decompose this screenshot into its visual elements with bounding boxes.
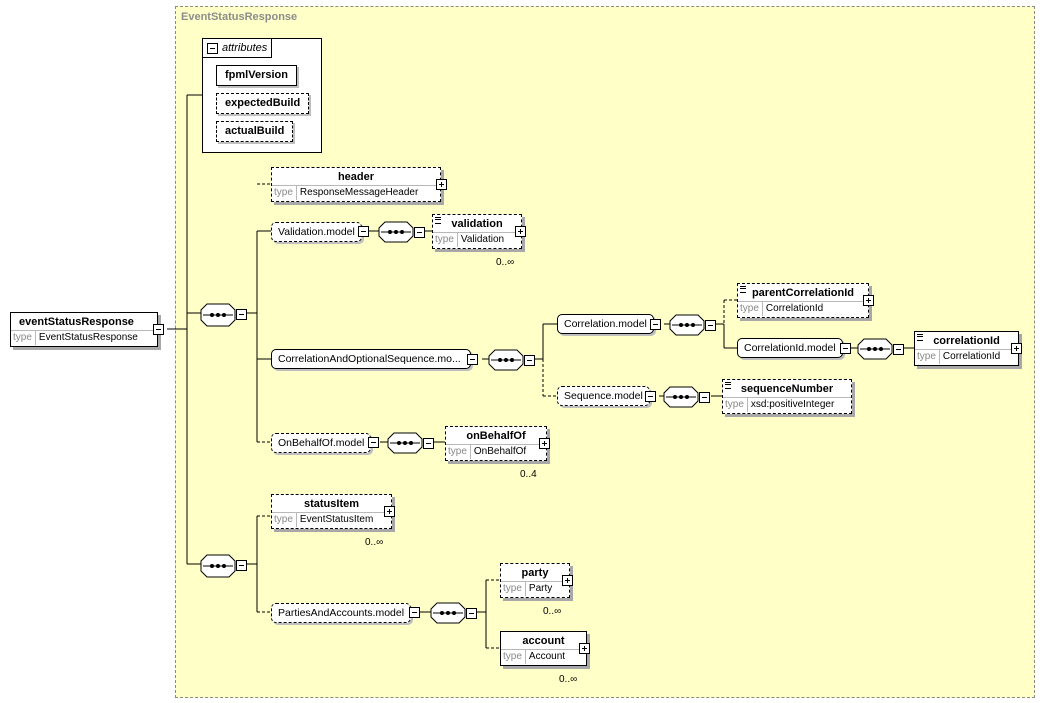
element-type: CorrelationId [942, 351, 1001, 362]
attribute-expectedBuild[interactable]: expectedBuild [216, 93, 310, 114]
model-sequence[interactable]: Sequence.model [557, 386, 650, 406]
documentation-icon [740, 286, 746, 293]
documentation-icon [917, 334, 923, 341]
attributes-collapse-toggle[interactable] [207, 43, 218, 54]
cardinality-label: 0..∞ [559, 674, 578, 685]
element-name: eventStatusResponse [19, 316, 134, 328]
type-keyword: type [501, 582, 526, 596]
type-keyword: type [446, 445, 471, 459]
attributes-title: attributes [222, 42, 268, 54]
collapse-toggle[interactable] [423, 438, 434, 449]
model-correlation-and-optional-sequence[interactable]: CorrelationAndOptionalSequence.mo... [271, 349, 471, 369]
cardinality-label: 0..4 [520, 469, 537, 480]
expand-toggle[interactable] [384, 506, 395, 517]
element-type: EventStatusItem [299, 514, 374, 525]
collapse-toggle[interactable] [705, 320, 716, 331]
documentation-icon [725, 382, 731, 389]
expand-toggle[interactable] [539, 438, 550, 449]
collapse-toggle[interactable] [466, 608, 477, 619]
collapse-toggle[interactable] [467, 354, 478, 365]
collapse-toggle[interactable] [893, 344, 904, 355]
element-name: sequenceNumber [740, 383, 834, 395]
collapse-toggle[interactable] [236, 560, 247, 571]
element-name: header [337, 171, 375, 183]
collapse-toggle[interactable] [699, 392, 710, 403]
expand-toggle[interactable] [436, 179, 447, 190]
type-keyword: type [501, 650, 526, 664]
element-name: validation [451, 218, 503, 230]
element-type: ResponseMessageHeader [299, 187, 419, 198]
expand-toggle[interactable] [579, 643, 590, 654]
collapse-toggle[interactable] [650, 319, 661, 330]
element-type: Account [528, 651, 566, 662]
type-keyword: type [433, 233, 458, 247]
collapse-toggle[interactable] [840, 343, 851, 354]
cardinality-label: 0..∞ [543, 606, 562, 617]
element-type: Party [528, 583, 553, 594]
model-validation[interactable]: Validation.model [271, 222, 362, 242]
attribute-actualBuild[interactable]: actualBuild [216, 121, 294, 142]
expand-toggle[interactable] [562, 575, 573, 586]
element-name: statusItem [303, 498, 360, 510]
type-keyword: type [723, 398, 748, 412]
group-title: EventStatusResponse [181, 11, 298, 23]
documentation-icon [435, 217, 441, 224]
element-name: parentCorrelationId [751, 287, 855, 299]
expand-toggle[interactable] [863, 295, 874, 306]
collapse-toggle[interactable] [358, 226, 369, 237]
model-parties-and-accounts[interactable]: PartiesAndAccounts.model [271, 603, 412, 623]
element-type: EventStatusResponse [38, 332, 138, 343]
type-keyword: type [272, 513, 297, 527]
element-name: correlationId [933, 335, 1000, 347]
model-correlation[interactable]: Correlation.model [557, 314, 654, 334]
expand-toggle[interactable] [515, 226, 526, 237]
collapse-toggle[interactable] [645, 391, 656, 402]
element-name: account [522, 635, 565, 647]
type-keyword: type [11, 331, 36, 345]
model-on-behalf-of[interactable]: OnBehalfOf.model [271, 433, 372, 453]
type-keyword: type [738, 302, 763, 316]
type-keyword: type [272, 186, 297, 200]
type-keyword: type [915, 350, 940, 364]
expand-toggle[interactable] [1011, 343, 1022, 354]
cardinality-label: 0..∞ [365, 537, 384, 548]
model-correlation-id[interactable]: CorrelationId.model [737, 338, 843, 358]
element-type: Validation [460, 234, 505, 245]
collapse-toggle[interactable] [524, 355, 535, 366]
element-name: onBehalfOf [466, 430, 526, 442]
collapse-toggle[interactable] [414, 227, 425, 238]
element-type: OnBehalfOf [473, 446, 527, 457]
element-type: CorrelationId [765, 303, 824, 314]
attribute-fpmlVersion[interactable]: fpmlVersion [216, 65, 297, 86]
collapse-toggle[interactable] [153, 324, 164, 335]
cardinality-label: 0..∞ [496, 257, 515, 268]
attributes-tab [202, 38, 272, 58]
element-type: xsd:positiveInteger [750, 399, 835, 410]
collapse-toggle[interactable] [368, 437, 379, 448]
collapse-toggle[interactable] [409, 607, 420, 618]
element-name: party [521, 567, 549, 579]
collapse-toggle[interactable] [236, 309, 247, 320]
